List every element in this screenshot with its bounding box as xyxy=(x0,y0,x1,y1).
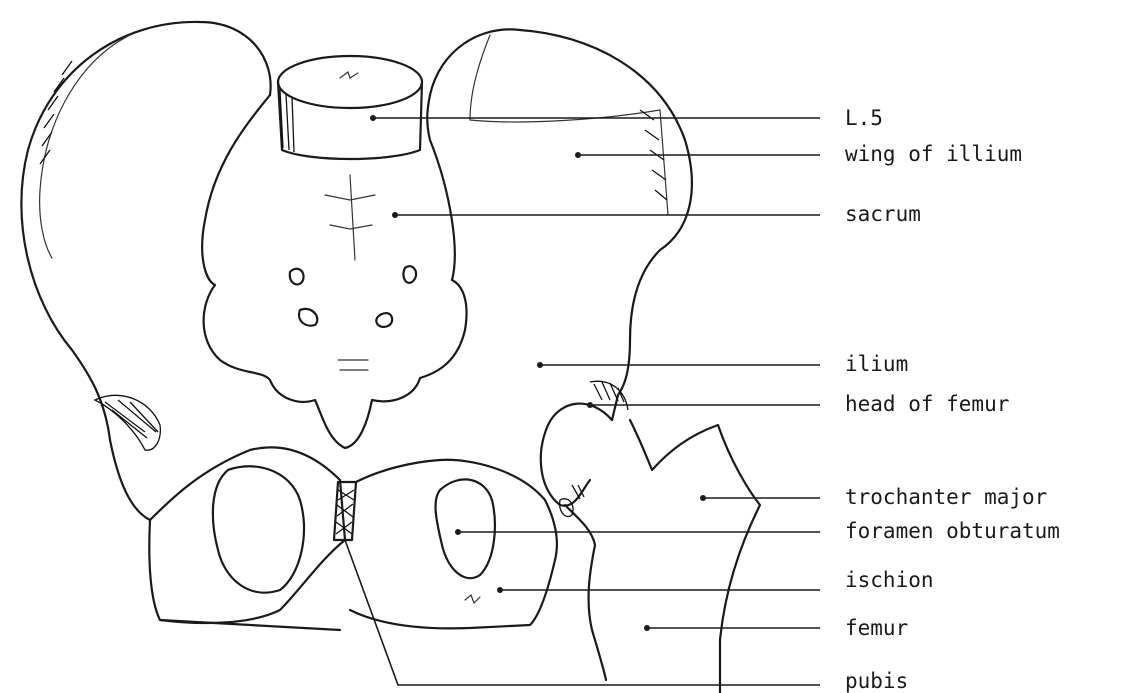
left-obturator-foramen xyxy=(213,466,304,592)
sacral-foramina xyxy=(290,266,416,327)
right-iliac-wing xyxy=(430,29,692,420)
sacrum-shape xyxy=(202,95,466,448)
right-obturator-foramen xyxy=(436,479,495,578)
left-pubic-region xyxy=(150,447,345,623)
femur-head xyxy=(541,404,612,506)
label-wing-of-ilium: wing of illium xyxy=(845,142,1022,166)
label-pubis: pubis xyxy=(845,669,908,693)
left-wing-rim xyxy=(40,35,130,258)
label-trochanter-major: trochanter major xyxy=(845,485,1047,509)
label-foramen-obturatum: foramen obturatum xyxy=(845,519,1060,543)
pelvis-drawing xyxy=(21,22,760,693)
label-sacrum: sacrum xyxy=(845,202,921,226)
label-head-of-femur: head of femur xyxy=(845,392,1009,416)
label-femur: femur xyxy=(845,616,908,640)
right-ischium xyxy=(350,460,557,629)
sacrum-crest xyxy=(325,175,375,370)
left-acetabulum xyxy=(95,395,160,450)
label-ilium: ilium xyxy=(845,352,908,376)
leaders xyxy=(345,115,820,685)
l5-vertebra xyxy=(278,56,422,159)
femur-neck-shaft xyxy=(630,420,760,693)
label-l5: L.5 xyxy=(845,106,883,130)
right-ischium-mark xyxy=(465,595,480,603)
label-ischion: ischion xyxy=(845,568,934,592)
right-wing-rim xyxy=(470,35,668,215)
labels: L.5 wing of illium sacrum ilium head of … xyxy=(845,106,1060,693)
